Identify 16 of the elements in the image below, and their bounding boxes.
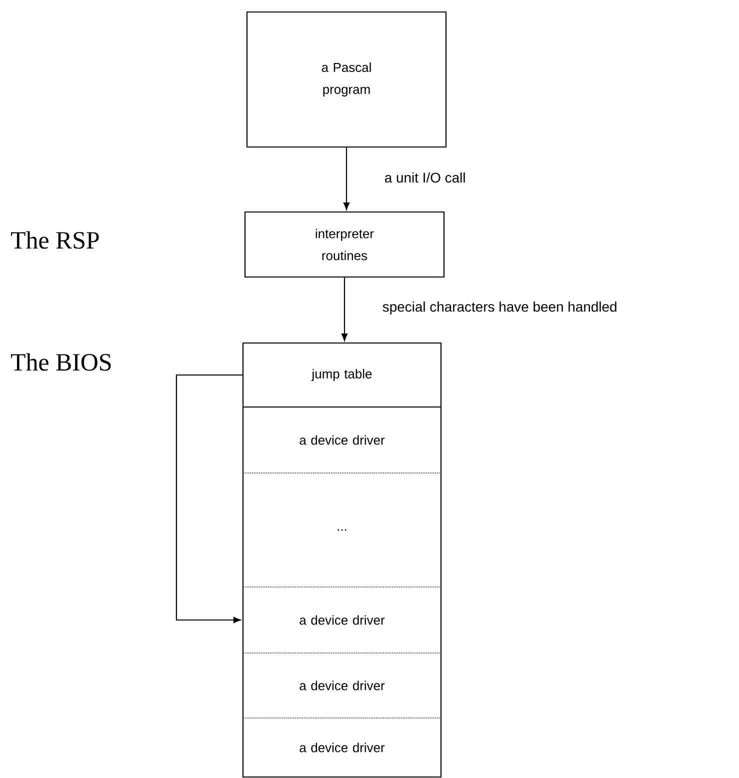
- arrow: [343, 148, 350, 210]
- edge-label: a unit I/O call: [384, 172, 465, 183]
- text-cell: a device driver: [300, 615, 385, 625]
- side-label: The RSP: [11, 231, 99, 249]
- edge-label: special characters have been handled: [382, 302, 616, 314]
- routine-box: interpreter routines: [244, 211, 445, 278]
- text-cell: a device driver: [300, 742, 385, 752]
- bios-stack: [242, 342, 442, 778]
- text-cell: a device driver: [300, 435, 385, 445]
- text-cell: a device driver: [300, 680, 385, 690]
- arrow: [176, 374, 242, 624]
- text-cell: ...: [338, 529, 346, 531]
- text-cell: jump table: [311, 368, 372, 382]
- side-label: The BIOS: [11, 353, 111, 371]
- arrow: [341, 278, 348, 341]
- program-box: a Pascal program: [246, 11, 447, 148]
